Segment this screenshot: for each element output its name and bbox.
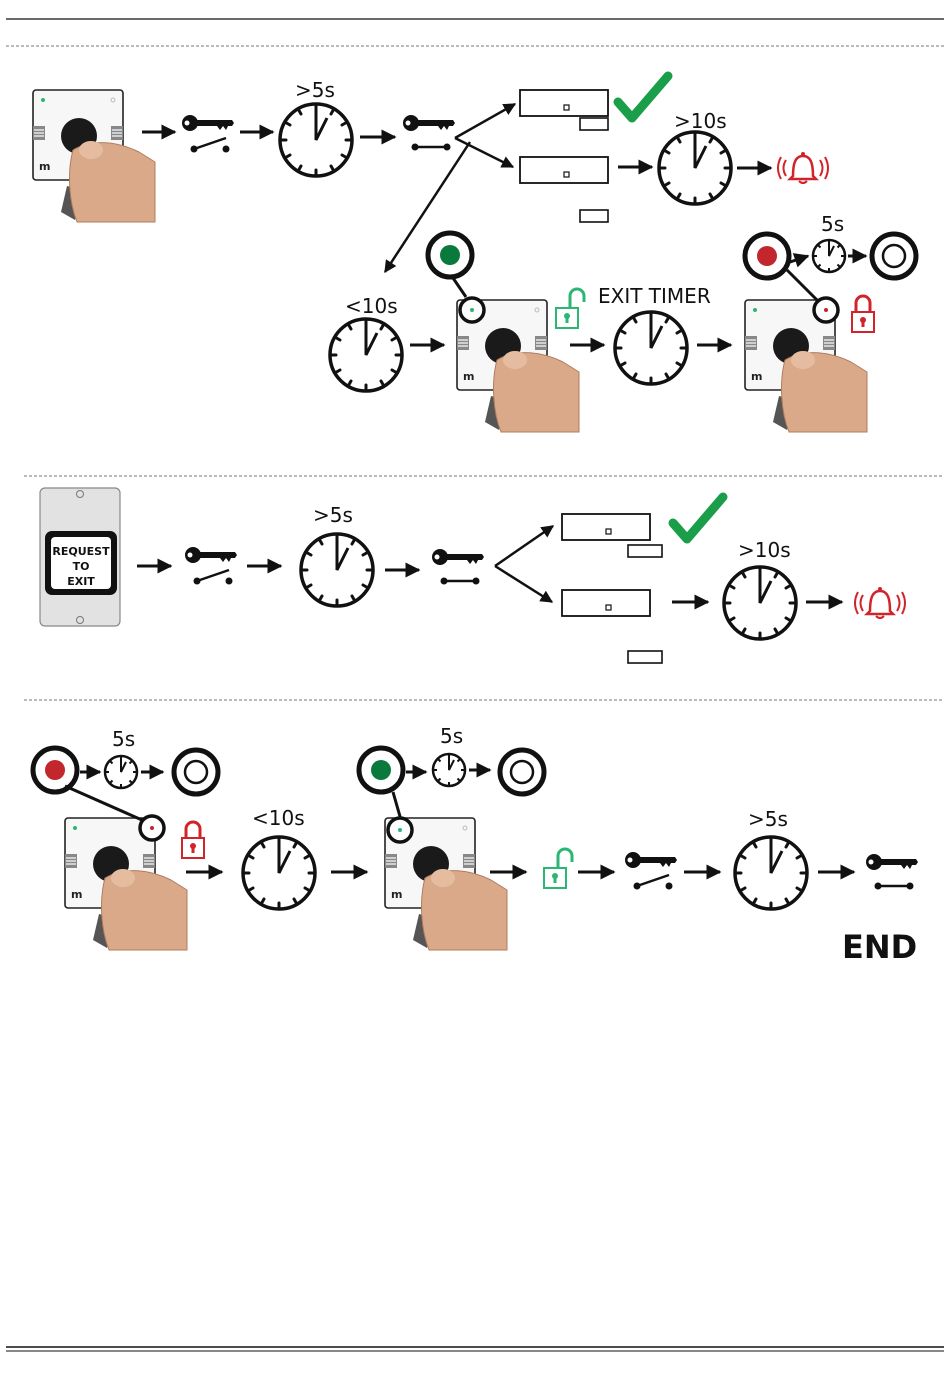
flow-arrow xyxy=(790,256,808,262)
timer-clock-icon xyxy=(280,104,352,176)
timer-label: >5s xyxy=(748,807,788,831)
end-label: END xyxy=(842,928,917,966)
keypad-with-hand-photo xyxy=(745,300,867,432)
led-indicator-icon xyxy=(359,748,403,792)
timer-clock-icon xyxy=(330,319,402,391)
keypad-with-hand-photo xyxy=(33,90,155,222)
led-pointer xyxy=(787,270,817,300)
timer-label: <10s xyxy=(252,806,305,830)
timer-clock-icon xyxy=(433,754,465,786)
timer-label: >5s xyxy=(295,78,335,102)
magnet-block xyxy=(580,210,608,222)
timer-label: 5s xyxy=(440,724,463,748)
timer-clock-icon xyxy=(659,132,731,204)
led-pointer xyxy=(393,792,401,820)
check-icon xyxy=(618,76,668,118)
padlock-open-icon xyxy=(556,289,584,328)
padlock-closed-icon xyxy=(182,822,204,858)
key-switch-closed-icon xyxy=(403,115,455,151)
timer-clock-icon xyxy=(615,312,687,384)
led-indicator-icon xyxy=(33,748,77,792)
led-pointer xyxy=(65,786,142,820)
section-3: 5s <10s 5s >5s END xyxy=(33,724,918,966)
door-contact-panel xyxy=(562,514,650,540)
padlock-open-icon xyxy=(544,849,572,888)
led-dot xyxy=(824,308,828,312)
led-off-icon xyxy=(500,750,544,794)
timer-label: 5s xyxy=(821,212,844,236)
led-indicator-icon xyxy=(745,234,789,278)
timer-clock-icon xyxy=(243,837,315,909)
section-1: >5s >10s <10s EXIT TIMER 5s xyxy=(33,76,916,432)
magnet-block xyxy=(628,651,662,663)
key-switch-closed-icon xyxy=(432,549,484,585)
exit-timer-label: EXIT TIMER xyxy=(598,284,711,308)
magnet-block xyxy=(580,118,608,130)
section-2: REQUEST TO EXIT >5s >10s xyxy=(40,488,905,663)
alarm-bell-icon xyxy=(778,152,828,183)
timer-label: >10s xyxy=(674,109,727,133)
timer-clock-icon xyxy=(724,567,796,639)
led-off-icon xyxy=(174,750,218,794)
timer-label: 5s xyxy=(112,727,135,751)
padlock-closed-icon xyxy=(852,296,874,332)
rte-line: EXIT xyxy=(67,575,95,588)
door-contact-panel xyxy=(520,90,608,116)
key-switch-open-icon xyxy=(185,547,237,585)
flow-arrow xyxy=(495,566,552,602)
key-switch-closed-icon xyxy=(866,854,918,890)
led-dot xyxy=(398,828,402,832)
timer-label: <10s xyxy=(345,294,398,318)
timer-clock-icon xyxy=(105,756,137,788)
door-contact-panel xyxy=(562,590,650,616)
rte-line: TO xyxy=(73,560,90,573)
key-switch-open-icon xyxy=(182,115,234,153)
door-contact-panel xyxy=(520,157,608,183)
led-indicator-icon xyxy=(428,233,472,277)
alarm-bell-icon xyxy=(855,587,905,618)
timer-label: >10s xyxy=(738,538,791,562)
led-dot xyxy=(470,308,474,312)
timer-clock-icon xyxy=(735,837,807,909)
flow-arrow xyxy=(455,104,515,138)
rte-line: REQUEST xyxy=(52,545,110,558)
led-dot xyxy=(150,826,154,830)
key-switch-open-icon xyxy=(625,852,677,890)
timer-clock-icon xyxy=(813,240,845,272)
led-pointer xyxy=(453,278,466,297)
timer-label: >5s xyxy=(313,503,353,527)
led-off-icon xyxy=(872,234,916,278)
keypad-with-hand-photo xyxy=(65,818,187,950)
magnet-block xyxy=(628,545,662,557)
timer-clock-icon xyxy=(301,534,373,606)
flow-arrow xyxy=(495,526,553,566)
check-icon xyxy=(673,497,723,539)
